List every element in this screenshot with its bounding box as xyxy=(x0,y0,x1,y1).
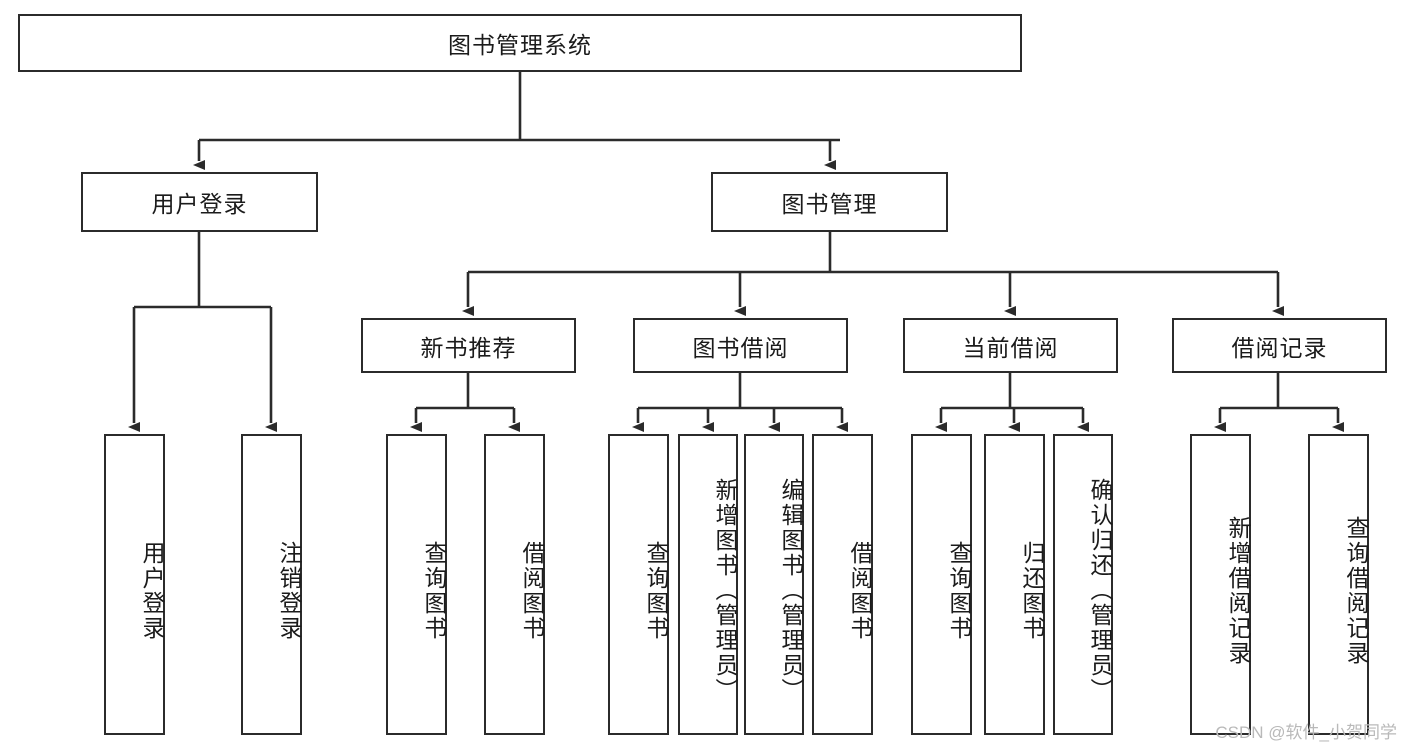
node-leaf-logout[interactable]: 注销登录 xyxy=(241,434,302,735)
node-leaf-user-login[interactable]: 用户登录 xyxy=(104,434,165,735)
node-leaf-query-book-borrow-label: 查询图书 xyxy=(643,540,669,641)
node-book-borrow[interactable]: 图书借阅 xyxy=(633,318,848,373)
node-leaf-confirm-return[interactable]: 确认归还（管理员） xyxy=(1053,434,1113,735)
csdn-watermark: CSDN @软件_小贺同学 xyxy=(1215,723,1397,742)
node-leaf-edit-book[interactable]: 编辑图书（管理员） xyxy=(744,434,804,735)
node-leaf-query-book-rec[interactable]: 查询图书 xyxy=(386,434,447,735)
node-leaf-logout-label: 注销登录 xyxy=(276,540,302,641)
node-leaf-borrow-book[interactable]: 借阅图书 xyxy=(812,434,873,735)
node-leaf-add-book[interactable]: 新增图书（管理员） xyxy=(678,434,738,735)
node-leaf-confirm-return-label: 确认归还（管理员） xyxy=(1087,478,1113,703)
node-current-borrow-label: 当前借阅 xyxy=(962,334,1059,361)
node-book-manage[interactable]: 图书管理 xyxy=(711,172,948,232)
node-leaf-add-book-label: 新增图书（管理员） xyxy=(712,478,738,703)
node-user-login-label: 用户登录 xyxy=(151,191,248,217)
node-new-book-recommend-label: 新书推荐 xyxy=(420,334,517,361)
node-leaf-query-book-rec-label: 查询图书 xyxy=(421,540,447,641)
node-user-login[interactable]: 用户登录 xyxy=(81,172,318,232)
node-leaf-borrow-book-rec[interactable]: 借阅图书 xyxy=(484,434,545,735)
node-leaf-return-book-label: 归还图书 xyxy=(1019,540,1045,641)
node-root-label: 图书管理系统 xyxy=(448,32,592,58)
node-current-borrow[interactable]: 当前借阅 xyxy=(903,318,1118,373)
node-leaf-borrow-book-label: 借阅图书 xyxy=(847,540,873,641)
node-borrow-record[interactable]: 借阅记录 xyxy=(1172,318,1387,373)
node-leaf-query-borrow-record[interactable]: 查询借阅记录 xyxy=(1308,434,1369,735)
node-root[interactable]: 图书管理系统 xyxy=(18,14,1022,72)
node-leaf-query-book-borrow[interactable]: 查询图书 xyxy=(608,434,669,735)
node-book-manage-label: 图书管理 xyxy=(781,191,878,217)
node-leaf-borrow-book-rec-label: 借阅图书 xyxy=(519,540,545,641)
node-leaf-query-borrow-record-label: 查询借阅记录 xyxy=(1343,515,1369,666)
node-leaf-query-book-current[interactable]: 查询图书 xyxy=(911,434,972,735)
node-book-borrow-label: 图书借阅 xyxy=(692,334,789,361)
node-leaf-user-login-label: 用户登录 xyxy=(139,540,165,641)
node-leaf-return-book[interactable]: 归还图书 xyxy=(984,434,1045,735)
node-leaf-add-borrow-record-label: 新增借阅记录 xyxy=(1225,515,1251,666)
node-leaf-query-book-current-label: 查询图书 xyxy=(946,540,972,641)
node-new-book-recommend[interactable]: 新书推荐 xyxy=(361,318,576,373)
node-borrow-record-label: 借阅记录 xyxy=(1231,334,1328,361)
node-leaf-edit-book-label: 编辑图书（管理员） xyxy=(778,478,804,703)
node-leaf-add-borrow-record[interactable]: 新增借阅记录 xyxy=(1190,434,1251,735)
